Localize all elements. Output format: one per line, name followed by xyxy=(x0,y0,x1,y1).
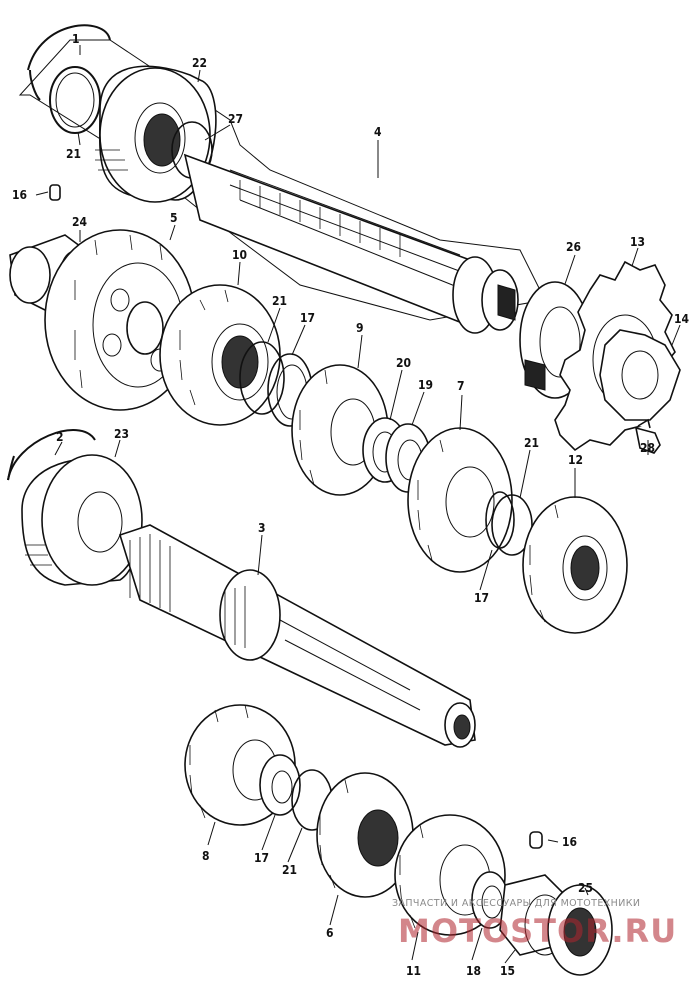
label-16-bottom: 16 xyxy=(562,835,577,849)
label-22: 22 xyxy=(192,56,207,70)
label-21-bottom: 21 xyxy=(282,863,297,877)
bearing-22 xyxy=(95,65,217,203)
label-21-middle: 21 xyxy=(272,294,287,308)
label-4: 4 xyxy=(374,125,382,139)
label-10: 10 xyxy=(232,248,247,262)
label-13: 13 xyxy=(630,235,645,249)
label-7: 7 xyxy=(457,379,465,393)
label-11: 11 xyxy=(406,964,421,978)
washer-17-middle xyxy=(485,491,515,549)
gear-7 xyxy=(407,427,513,573)
label-27: 27 xyxy=(228,112,243,126)
label-1: 1 xyxy=(72,32,80,46)
gear-6 xyxy=(316,772,414,898)
washer-17-bottom xyxy=(259,754,301,816)
lock-washer-14 xyxy=(599,329,681,421)
bearing-25 xyxy=(547,884,613,976)
leader-lines xyxy=(35,45,681,964)
label-6: 6 xyxy=(326,926,334,940)
label-17-middle: 17 xyxy=(474,591,489,605)
dowel-pin-16-bottom xyxy=(529,831,543,849)
watermark-caption: ЗАПЧАСТИ И АКСЕССУАРЫ ДЛЯ МОТОТЕХНИКИ xyxy=(392,898,641,909)
label-17-bottom: 17 xyxy=(254,851,269,865)
dowel-pin-16-top xyxy=(49,184,61,201)
label-21-top: 21 xyxy=(66,147,81,161)
label-15: 15 xyxy=(500,964,515,978)
countershaft-4 xyxy=(183,153,519,334)
label-26: 26 xyxy=(566,240,581,254)
label-20: 20 xyxy=(396,356,411,370)
label-16-top: 16 xyxy=(12,188,27,202)
label-2: 2 xyxy=(56,430,64,444)
snap-ring-21-middle xyxy=(239,341,285,415)
label-3: 3 xyxy=(258,521,266,535)
label-19: 19 xyxy=(418,378,433,392)
label-24: 24 xyxy=(72,215,88,229)
label-18: 18 xyxy=(466,964,481,978)
label-21-right: 21 xyxy=(524,436,539,450)
gear-10 xyxy=(159,284,281,426)
label-25: 25 xyxy=(578,881,593,895)
callout-labels: 1 22 27 4 21 16 24 5 10 21 17 9 20 19 7 … xyxy=(12,32,690,978)
label-14: 14 xyxy=(674,312,690,326)
gear-12 xyxy=(522,496,628,634)
label-12: 12 xyxy=(568,453,583,467)
mainshaft-3 xyxy=(119,524,476,748)
gear-5 xyxy=(44,229,196,411)
label-28: 28 xyxy=(640,441,655,455)
label-9: 9 xyxy=(356,321,364,335)
circlip-2 xyxy=(7,429,96,481)
washer-18 xyxy=(471,871,509,929)
label-17-top: 17 xyxy=(300,311,315,325)
circlip-1 xyxy=(27,24,111,101)
bearing-23 xyxy=(21,454,143,586)
watermark-logo: MOTOSTOR.RU xyxy=(398,912,678,950)
label-5: 5 xyxy=(170,211,178,225)
label-8: 8 xyxy=(202,849,210,863)
label-23: 23 xyxy=(114,427,129,441)
